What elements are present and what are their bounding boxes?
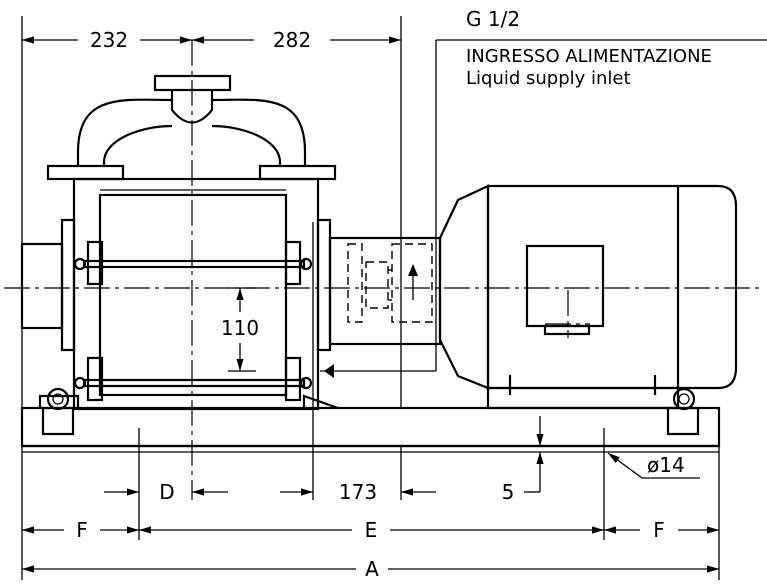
dim-282-label: 282 <box>273 28 311 52</box>
center-lines <box>4 40 762 500</box>
base-frame <box>20 387 721 453</box>
coupling-guard <box>328 236 442 346</box>
dim-5-label: 5 <box>502 480 515 504</box>
dim-D-label: D <box>159 480 174 504</box>
hole-diameter-label: ø14 <box>647 453 685 477</box>
dim-F-left-label: F <box>76 518 88 542</box>
dim-A-label: A <box>365 557 379 580</box>
dim-232-label: 232 <box>90 28 128 52</box>
thread-size-label: G 1/2 <box>466 7 520 31</box>
supply-inlet-leader <box>320 39 767 378</box>
dim-173-label: 173 <box>339 480 377 504</box>
pump-body <box>20 74 339 411</box>
supply-inlet-label-en: Liquid supply inlet <box>466 68 631 89</box>
dim-110-label: 110 <box>221 316 259 340</box>
dim-F-right-label: F <box>653 518 665 542</box>
dimension-lines <box>22 36 719 573</box>
dim-E-label: E <box>365 518 378 542</box>
electric-motor <box>438 184 738 410</box>
supply-inlet-label-it: INGRESSO ALIMENTAZIONE <box>466 46 712 67</box>
extension-lines <box>21 16 720 580</box>
